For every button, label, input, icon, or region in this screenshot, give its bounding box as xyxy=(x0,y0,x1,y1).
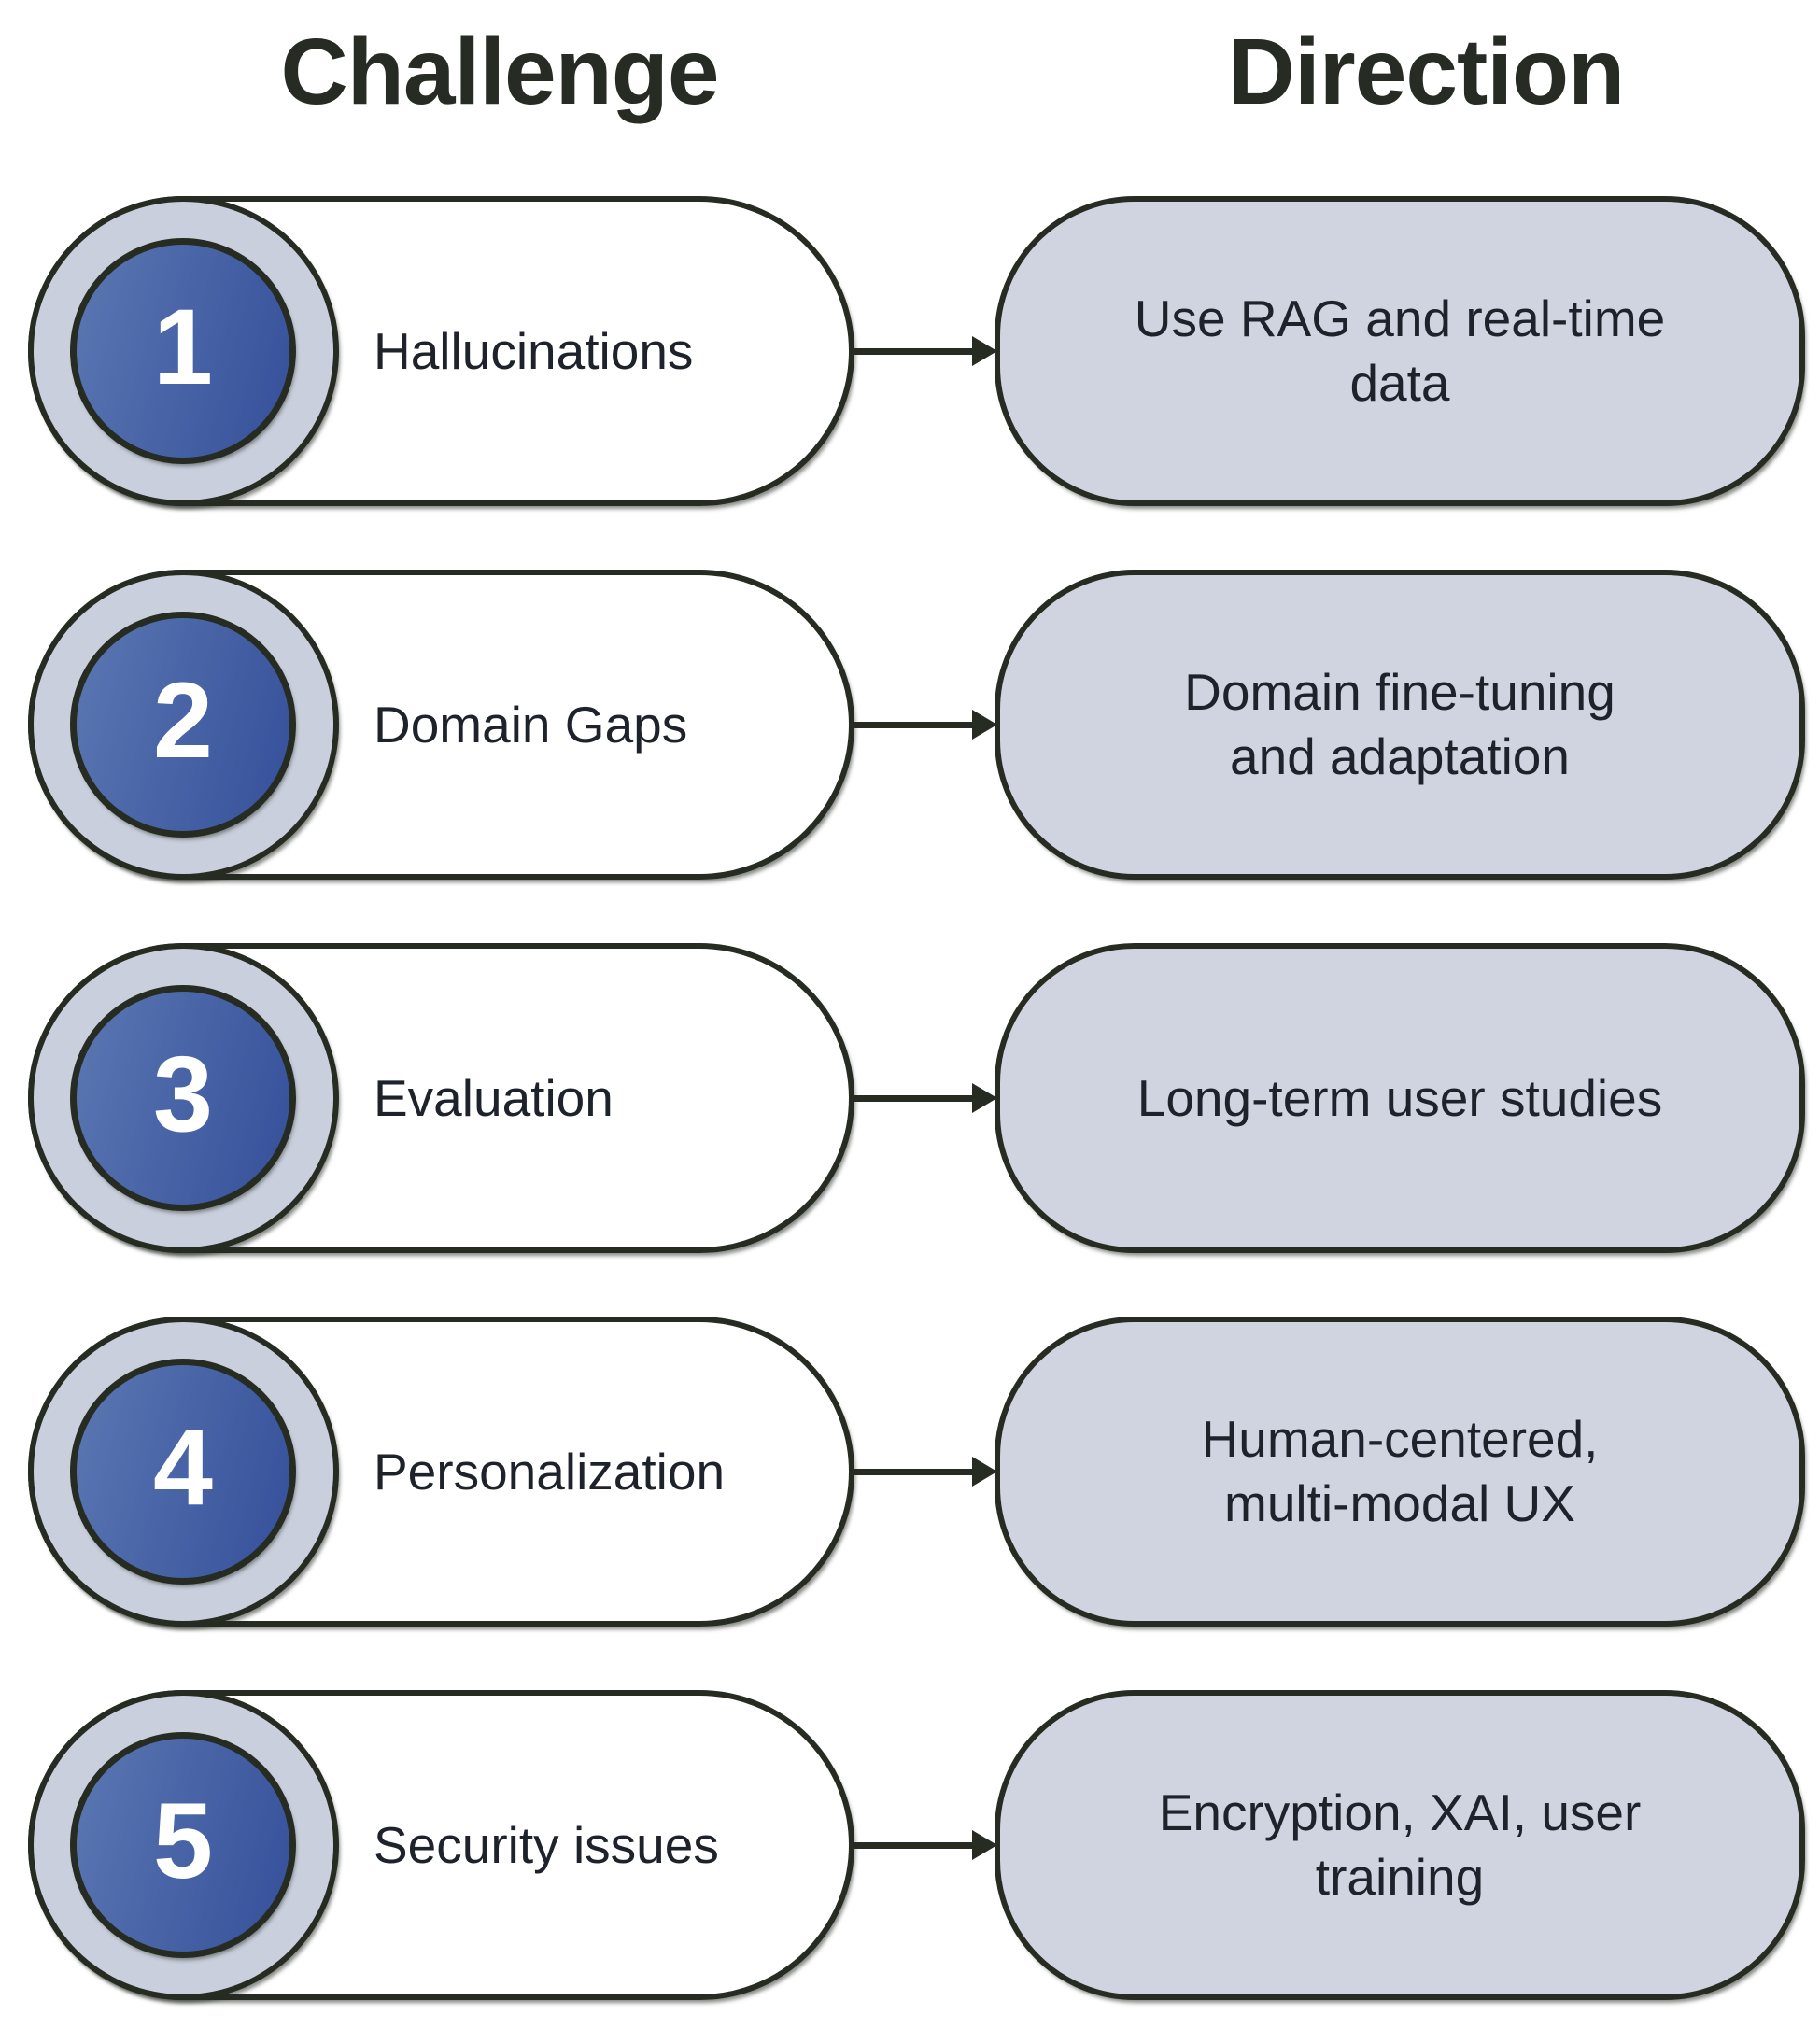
arrow-line xyxy=(854,1842,974,1849)
arrow-line xyxy=(854,1095,974,1102)
column-header-direction: Direction xyxy=(1227,20,1625,124)
direction-pill: Human-centered, multi-modal UX xyxy=(995,1317,1805,1627)
arrow-head-icon xyxy=(972,710,997,740)
step-number: 2 xyxy=(153,660,213,781)
diagram-row: 3 Evaluation Long-term user studies xyxy=(0,943,1820,1253)
diagram-row: 1 Hallucinations Use RAG and real-time d… xyxy=(0,196,1820,506)
column-header-challenge: Challenge xyxy=(280,20,720,124)
number-badge: 3 xyxy=(70,985,296,1211)
step-number: 3 xyxy=(153,1034,213,1154)
challenge-label: Hallucinations xyxy=(374,322,694,380)
challenge-label: Domain Gaps xyxy=(374,696,688,754)
arrow-head-icon xyxy=(972,336,997,366)
arrow-line xyxy=(854,1469,974,1475)
number-badge: 4 xyxy=(70,1359,296,1585)
arrow-head-icon xyxy=(972,1457,997,1487)
number-badge: 2 xyxy=(70,612,296,838)
direction-pill: Use RAG and real-time data xyxy=(995,196,1805,506)
arrow-head-icon xyxy=(972,1083,997,1113)
diagram-row: 2 Domain Gaps Domain fine-tuning and ada… xyxy=(0,570,1820,880)
arrow-head-icon xyxy=(972,1830,997,1860)
direction-pill: Long-term user studies xyxy=(995,943,1805,1253)
direction-pill: Encryption, XAI, user training xyxy=(995,1690,1805,2000)
challenge-label: Personalization xyxy=(374,1443,726,1501)
challenge-label: Evaluation xyxy=(374,1069,614,1127)
arrow-line xyxy=(854,348,974,355)
challenge-label: Security issues xyxy=(374,1816,719,1874)
diagram-row: 5 Security issues Encryption, XAI, user … xyxy=(0,1690,1820,2000)
direction-pill: Domain fine-tuning and adaptation xyxy=(995,570,1805,880)
step-number: 5 xyxy=(153,1781,213,1901)
number-badge: 5 xyxy=(70,1732,296,1958)
step-number: 1 xyxy=(153,287,213,407)
diagram-row: 4 Personalization Human-centered, multi-… xyxy=(0,1317,1820,1627)
number-badge: 1 xyxy=(70,238,296,464)
arrow-line xyxy=(854,722,974,728)
step-number: 4 xyxy=(153,1407,213,1528)
